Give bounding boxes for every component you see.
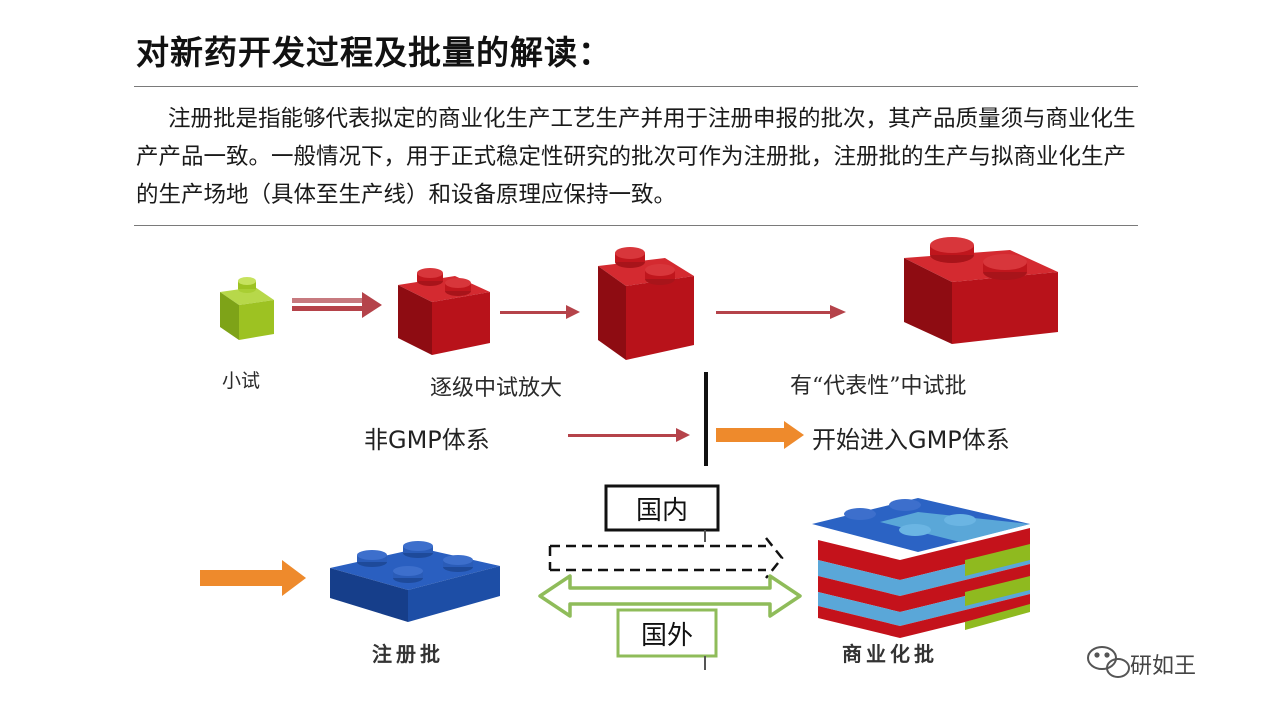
domestic-label: 国内 bbox=[635, 496, 688, 526]
domestic-box bbox=[604, 484, 720, 532]
gmp-divider-line bbox=[704, 372, 708, 466]
label-registration-batch: 注册批 bbox=[372, 642, 444, 666]
page-title: 对新药开发过程及批量的解读： bbox=[136, 33, 612, 72]
wechat-icon bbox=[1087, 646, 1130, 678]
divider-tail bbox=[704, 530, 706, 542]
definition-text: 注册批是指能够代表拟定的商业化生产工艺生产并用于注册申报的批次，其产品质量须与商… bbox=[136, 106, 1136, 208]
scaleup-brick-1 bbox=[398, 268, 490, 355]
foreign-box bbox=[616, 608, 718, 658]
label-scale-up: 逐级中试放大 bbox=[430, 376, 563, 401]
arrow-foreign bbox=[538, 574, 802, 618]
label-commercial-batch: 商业化批 bbox=[842, 642, 938, 666]
label-non-gmp: 非GMP体系 bbox=[364, 426, 490, 454]
paragraph-divider bbox=[134, 225, 1138, 226]
representative-brick bbox=[904, 237, 1058, 344]
arrow-scaleup-to-representative bbox=[716, 305, 846, 319]
title-divider bbox=[134, 86, 1138, 87]
definition-paragraph: 注册批是指能够代表拟定的商业化生产工艺生产并用于注册申报的批次，其产品质量须与商… bbox=[136, 100, 1146, 214]
watermark: 研如王 bbox=[1088, 648, 1196, 680]
arrow-domestic bbox=[548, 537, 784, 579]
arrow-to-registration bbox=[200, 560, 306, 596]
label-representative: 有“代表性”中试批 bbox=[790, 374, 967, 399]
label-gmp-start: 开始进入GMP体系 bbox=[812, 426, 1010, 454]
small-test-brick bbox=[220, 277, 274, 340]
commercial-brick-stack bbox=[812, 498, 1030, 638]
arrow-non-gmp bbox=[568, 428, 690, 442]
arrow-scaleup-1-to-2 bbox=[500, 305, 580, 319]
arrow-small-to-scaleup bbox=[292, 292, 382, 318]
foreign-label: 国外 bbox=[640, 621, 693, 651]
label-small-test: 小试 bbox=[222, 370, 261, 392]
registration-brick bbox=[330, 541, 500, 622]
divider-tail-bottom bbox=[704, 656, 706, 670]
scaleup-brick-2 bbox=[598, 247, 694, 360]
arrow-gmp-start bbox=[716, 421, 804, 449]
watermark-text: 研如王 bbox=[1130, 654, 1197, 679]
